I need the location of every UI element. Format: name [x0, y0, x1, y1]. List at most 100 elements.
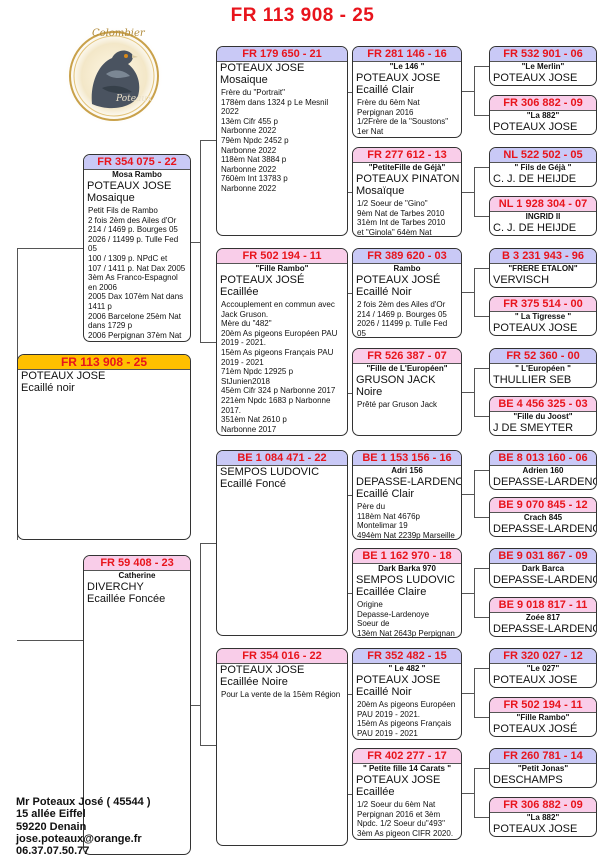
- pigeon-nickname: "Fille du Joost": [513, 412, 573, 421]
- pigeon-card-sd[interactable]: FR 502 194 - 11"Fille Rambo"POTEAUX JOSÉ…: [216, 248, 348, 436]
- note-line: 13èm Cifr 455 p: [221, 116, 278, 126]
- breeder-email[interactable]: jose.poteaux@orange.fr: [16, 832, 142, 845]
- pigeon-card-ssd[interactable]: FR 277 612 - 13"PetiteFille de Géjà"POTE…: [352, 147, 462, 237]
- pedigree-connector: [462, 592, 474, 594]
- breeder-name: POTEAUX JOSE: [356, 674, 441, 686]
- note-line: 1/2 Soeur du 6èm Nat Perpignan 2016 et 3…: [357, 800, 445, 829]
- pigeon-card-g7[interactable]: BE 4 456 325 - 03"Fille du Joost"J DE SM…: [489, 396, 597, 436]
- pigeon-card-sdd[interactable]: FR 526 387 - 07"Fille de L'Européen"GRUS…: [352, 348, 462, 436]
- pigeon-nickname: "La 882": [526, 813, 560, 822]
- plumage-color: Ecaillée Noire: [220, 676, 288, 688]
- pigeon-nickname: " Le 482 ": [388, 664, 426, 673]
- pedigree-connector: [474, 66, 489, 67]
- pigeon-nickname: Adrien 160: [522, 466, 564, 475]
- note-line: Mère du "482": [221, 319, 272, 329]
- breeder-name: POTEAUX JOSÉ: [493, 723, 578, 735]
- plumage-color: Mosaique: [87, 192, 135, 204]
- pedigree-connector: [474, 768, 489, 769]
- plumage-color: Ecaillé Noir: [356, 686, 412, 698]
- page-title: FR 113 908 - 25: [230, 5, 375, 26]
- ring-number: FR 59 408 - 23: [84, 556, 190, 571]
- pigeon-card-g4[interactable]: B 3 231 943 - 96"FRERE ETALON"VERVISCH: [489, 248, 597, 288]
- note-line: 3èm As Franco-Espagnol en 2006: [88, 273, 178, 292]
- breeder-name: SEMPOS LUDOVIC: [356, 574, 456, 586]
- plumage-color: Mosaïque: [356, 185, 405, 197]
- note-line: Petit Fils de Rambo: [88, 206, 158, 215]
- pigeon-card-g0[interactable]: FR 532 901 - 06"Le Merlin"POTEAUX JOSE: [489, 46, 597, 86]
- note-line: 2 fois 2èm des Ailes d'Or: [357, 300, 446, 309]
- pedigree-connector: [474, 470, 475, 517]
- pigeon-card-ddd[interactable]: FR 402 277 - 17" Petite fille 14 Carats …: [352, 748, 462, 840]
- pedigree-connector: [474, 668, 489, 669]
- pedigree-connector: [17, 640, 83, 641]
- pigeon-nickname: Zoée 817: [525, 613, 561, 622]
- pigeon-nickname: " Fils de Géjà ": [514, 163, 572, 172]
- ring-number: FR 402 277 - 17: [353, 749, 461, 764]
- pigeon-nickname: Dark Barca: [521, 564, 565, 573]
- pedigree-connector: [346, 495, 352, 496]
- note-line: Accouplement en commun avec Jack Gruson.: [221, 300, 335, 319]
- pigeon-card-g15[interactable]: FR 306 882 - 09"La 882"POTEAUX JOSE: [489, 797, 597, 837]
- pigeon-card-g13[interactable]: FR 502 194 - 11"Fille Rambo"POTEAUX JOSÉ: [489, 697, 597, 737]
- note-line: Montelimar 19: [357, 521, 408, 531]
- pedigree-connector: [462, 90, 474, 92]
- note-line: Narbonne 2017: [221, 424, 277, 434]
- note-line: 13èm Nat 2643p Perpignan: [357, 628, 455, 638]
- breeder-name: Mr Poteaux José ( 45544 ): [16, 796, 151, 808]
- note-line: Père du: [357, 502, 386, 511]
- breeder-name: POTEAUX JOSE: [220, 62, 305, 74]
- note-line: Frère du "Portrait": [221, 88, 285, 97]
- pigeon-nickname: "Fille Rambo": [255, 264, 309, 273]
- ring-number: FR 389 620 - 03: [353, 249, 461, 264]
- pigeon-nickname: Rambo: [393, 264, 421, 273]
- note-line: 31èm Int de Tarbes 2010: [357, 218, 446, 228]
- note-line: 3èm As pigeon CIFR 2020.: [357, 828, 454, 838]
- pigeon-card-g6[interactable]: FR 52 360 - 00" L'Européen "THULLIER SEB: [489, 348, 597, 388]
- pedigree-connector: [474, 470, 489, 471]
- ring-number: FR 354 075 - 22: [84, 155, 190, 170]
- ring-number: BE 9 018 817 - 11: [490, 598, 596, 613]
- pedigree-connector: [17, 248, 83, 249]
- breeder-name: DIVERCHY: [87, 581, 144, 593]
- pigeon-nickname: Dark Barka 970: [378, 564, 436, 573]
- pigeon-nickname: Crach 845: [523, 513, 563, 522]
- ring-number: FR 306 882 - 09: [490, 798, 596, 813]
- note-line: Soeur de: [357, 619, 390, 629]
- pigeon-card-g2[interactable]: NL 522 502 - 05" Fils de Géjà "C. J. DE …: [489, 147, 597, 187]
- pedigree-connector: [474, 66, 475, 115]
- ring-number: FR 502 194 - 11: [217, 249, 347, 264]
- pigeon-nickname: Mosa Rambo: [112, 170, 162, 179]
- pigeon-card-g1[interactable]: FR 306 882 - 09"La 882"POTEAUX JOSE: [489, 95, 597, 135]
- pigeon-card-g5[interactable]: FR 375 514 - 00" La Tigresse "POTEAUX JO…: [489, 296, 597, 336]
- pigeon-card-g12[interactable]: FR 320 027 - 12"Le 027"POTEAUX JOSE: [489, 648, 597, 688]
- note-line: et "Ginola" 64èm Nat: [357, 227, 432, 237]
- note-line: 1/2Frère de la "Soustons": [357, 117, 449, 127]
- performance-notes: Prêté par Gruson Jack: [353, 398, 461, 410]
- breeder-name: POTEAUX JOSE: [493, 823, 578, 835]
- breeder-name: POTEAUX JOSE: [493, 674, 578, 686]
- note-line: 494èm Nat 2239p Marseille: [357, 530, 455, 540]
- breeder-city: 59220 Denain: [16, 820, 87, 833]
- pedigree-connector: [200, 342, 216, 343]
- pigeon-card-g14[interactable]: FR 260 781 - 14"Petit Jonas"DESCHAMPS: [489, 748, 597, 788]
- pedigree-connector: [474, 517, 489, 518]
- logo-text-bottom: Poteaux: [116, 94, 153, 104]
